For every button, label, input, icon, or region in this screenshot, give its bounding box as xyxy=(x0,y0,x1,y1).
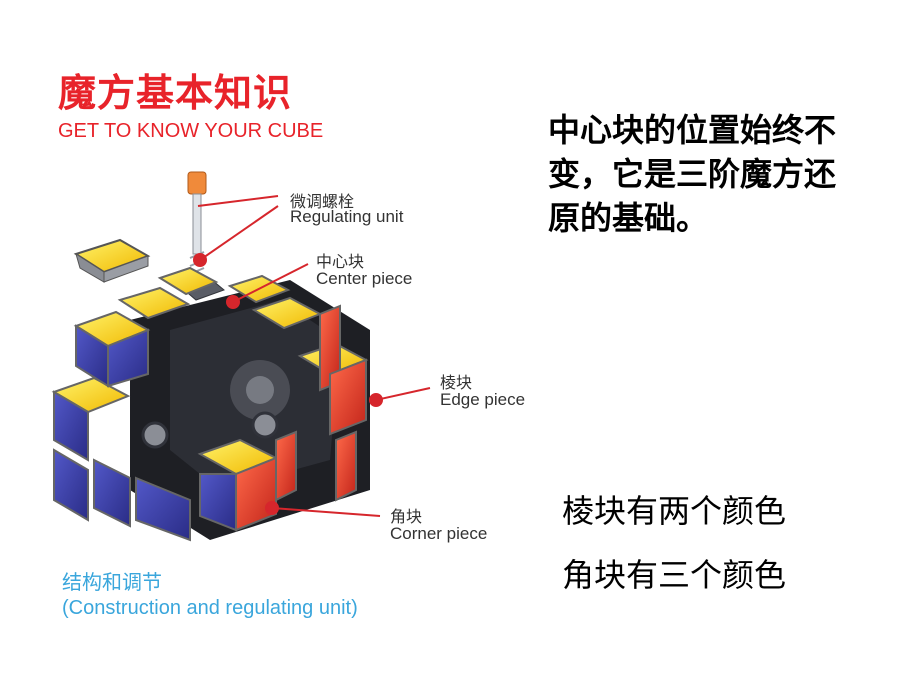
cube-core xyxy=(130,280,370,540)
callout-pointers xyxy=(193,195,431,517)
callout-edge-en: Edge piece xyxy=(440,390,526,409)
page-title-en: GET TO KNOW YOUR CUBE xyxy=(58,120,324,142)
edge-fact: 棱块有两个颜色 xyxy=(562,492,787,530)
corner-fact: 角块有三个颜色 xyxy=(562,556,787,594)
loose-edge-piece xyxy=(73,238,151,283)
left-blue-faces xyxy=(53,324,237,542)
description-line: 中心块的位置始终不 xyxy=(548,111,837,149)
callout-center-cn: 中心块 xyxy=(316,252,365,271)
center-piece-description: 中心块的位置始终不 变，它是三阶魔方还 原的基础。 xyxy=(548,108,883,240)
callout-center-en: Center piece xyxy=(316,269,413,288)
page-title-cn: 魔方基本知识 xyxy=(58,71,293,115)
cube-illustration xyxy=(51,171,431,542)
callout-regulating-cn: 微调螺栓 xyxy=(290,192,355,211)
callout-corner-en: Corner piece xyxy=(390,524,488,543)
description-line: 原的基础。 xyxy=(548,199,709,237)
callout-edge-cn: 棱块 xyxy=(440,373,473,392)
right-red-faces xyxy=(235,304,367,532)
callout-corner-cn: 角块 xyxy=(390,507,423,526)
footer-caption-cn: 结构和调节 xyxy=(62,570,162,594)
footer-caption-en: (Construction and regulating unit) xyxy=(62,597,358,619)
description-line: 变，它是三阶魔方还 xyxy=(548,155,837,193)
callout-regulating-en: Regulating unit xyxy=(290,207,404,226)
